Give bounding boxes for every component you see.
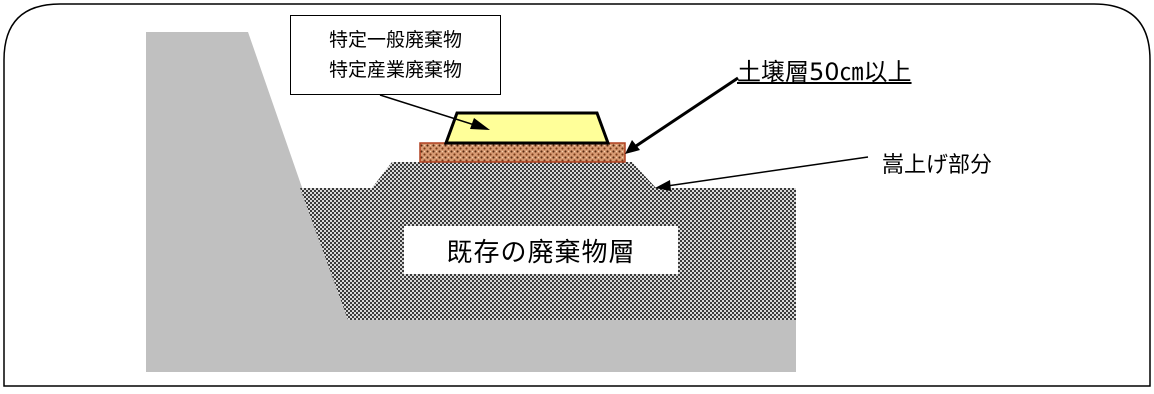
waste-type-callout: 特定一般廃棄物 特定産業廃棄物 — [290, 15, 501, 95]
existing-waste-layer-text: 既存の廃棄物層 — [446, 237, 636, 268]
arrowhead-uplift — [655, 180, 671, 191]
outer-frame — [3, 3, 1151, 387]
leader-line-waste-types — [379, 94, 485, 129]
arrowhead-waste-types — [470, 118, 490, 130]
waste-type-line-2: 特定産業廃棄物 — [328, 59, 462, 81]
uplift-part-label: 嵩上げ部分 — [882, 153, 993, 178]
new-waste-mound — [443, 111, 611, 145]
ground-embankment — [146, 32, 796, 372]
soil-layer-label: 土壌層50㎝以上 — [737, 58, 912, 86]
arrowhead-soil — [625, 140, 640, 154]
waste-type-line-1: 特定一般廃棄物 — [328, 29, 462, 51]
existing-waste-layer-label: 既存の廃棄物層 — [404, 226, 678, 274]
soil-layer — [419, 142, 626, 163]
leader-line-soil — [629, 76, 739, 152]
leader-line-uplift — [659, 156, 869, 188]
